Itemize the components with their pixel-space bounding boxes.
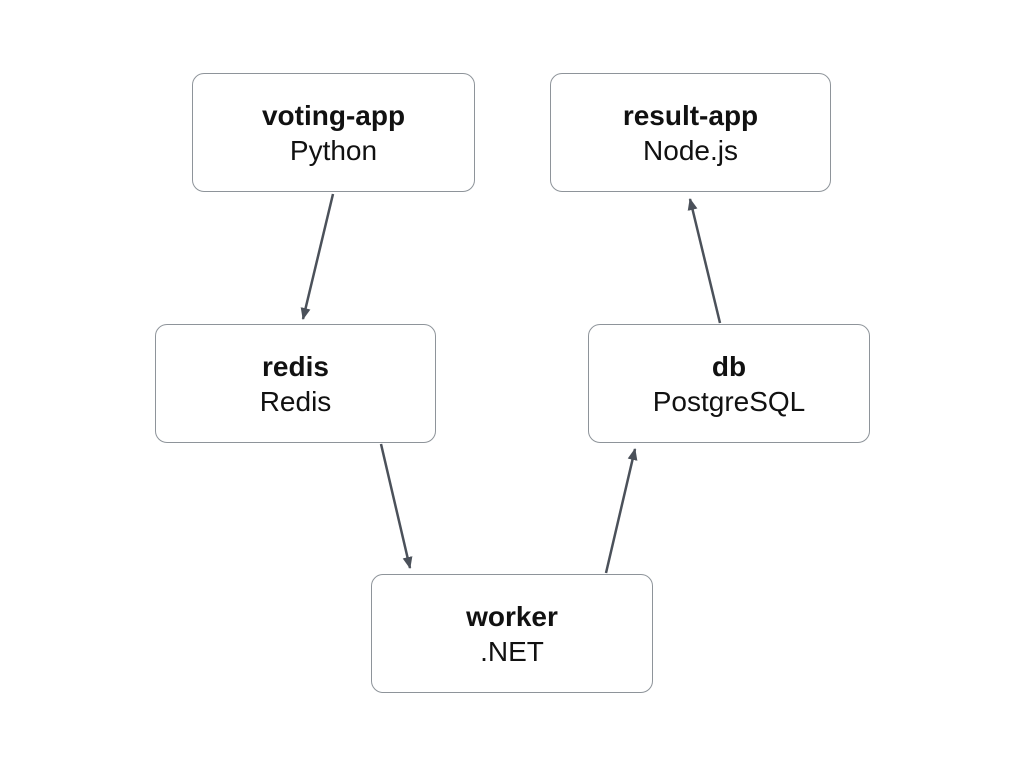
node-redis: redis Redis	[155, 324, 436, 443]
node-subtitle: Node.js	[643, 134, 738, 166]
edge-db-to-result-app	[687, 198, 722, 324]
node-title: db	[711, 350, 747, 382]
node-db: db PostgreSQL	[588, 324, 870, 443]
node-title: voting-app	[261, 99, 406, 131]
node-title: result-app	[622, 99, 759, 131]
edge-worker-to-db	[604, 448, 638, 574]
node-title: redis	[262, 350, 329, 382]
node-subtitle: Python	[289, 134, 378, 166]
node-subtitle: PostgreSQL	[652, 385, 806, 417]
node-result-app: result-app Node.js	[550, 73, 831, 192]
node-subtitle: .NET	[480, 635, 544, 667]
node-title: worker	[466, 600, 558, 632]
edge-redis-to-worker	[379, 443, 413, 569]
node-worker: worker .NET	[371, 574, 653, 693]
edge-voting-app-to-redis	[300, 193, 335, 320]
node-voting-app: voting-app Python	[192, 73, 475, 192]
node-subtitle: Redis	[259, 385, 332, 417]
